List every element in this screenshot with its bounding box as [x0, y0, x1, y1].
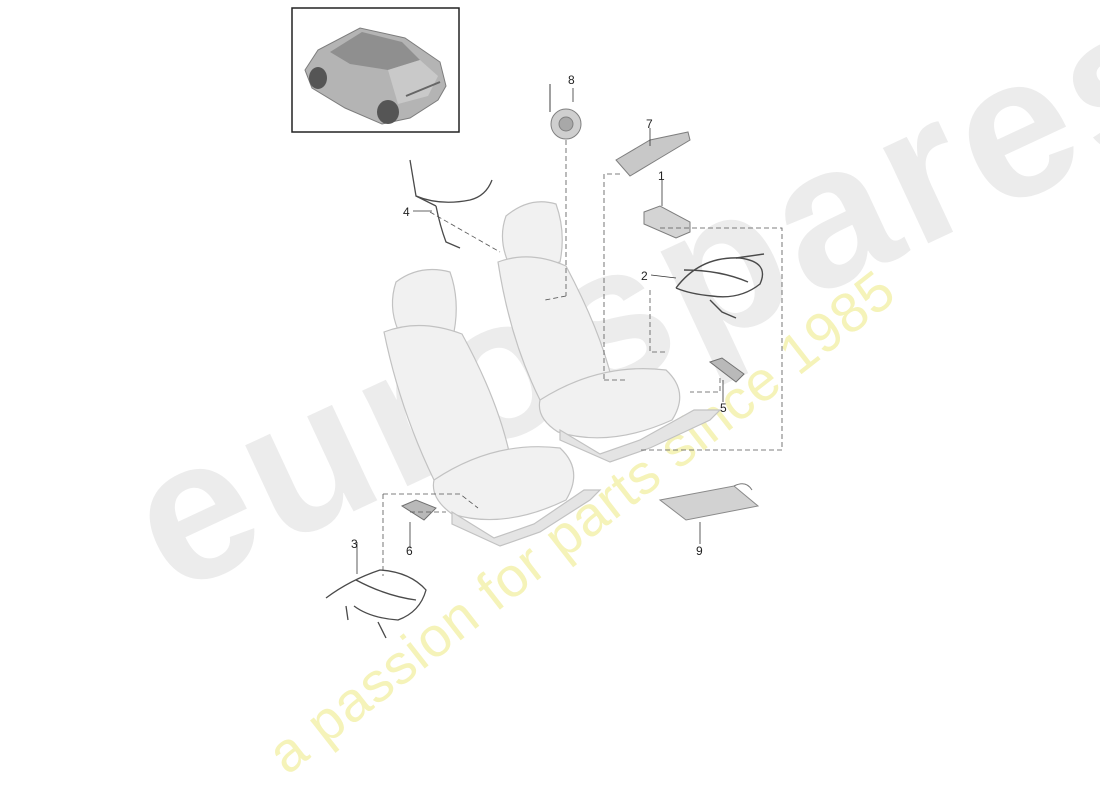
callout-7: 7 [646, 117, 653, 131]
seat-left [383, 269, 602, 547]
callout-6: 6 [406, 544, 413, 558]
callout-3: 3 [351, 537, 358, 551]
vehicle-thumbnail[interactable] [291, 7, 460, 133]
leader-lines [356, 88, 724, 574]
part-8-coil[interactable] [549, 84, 582, 140]
callout-9: 9 [696, 544, 703, 558]
callout-8: 8 [568, 73, 575, 87]
part-3-wiring-harness[interactable] [325, 569, 427, 639]
part-9-heating-mat[interactable] [658, 483, 760, 521]
part-1-control-unit[interactable] [643, 205, 691, 239]
seat-right [497, 201, 722, 463]
part-7-bracket[interactable] [615, 131, 691, 177]
part-6-switch[interactable] [400, 499, 437, 521]
callout-5: 5 [720, 401, 727, 415]
callout-4: 4 [403, 205, 410, 219]
part-5-switch[interactable] [708, 357, 745, 383]
assembly-dash-lines [382, 140, 783, 576]
part-4-wiring-harness[interactable] [409, 159, 493, 249]
callout-1: 1 [658, 169, 665, 183]
part-2-wiring-harness[interactable] [675, 253, 765, 319]
callout-2: 2 [641, 269, 648, 283]
